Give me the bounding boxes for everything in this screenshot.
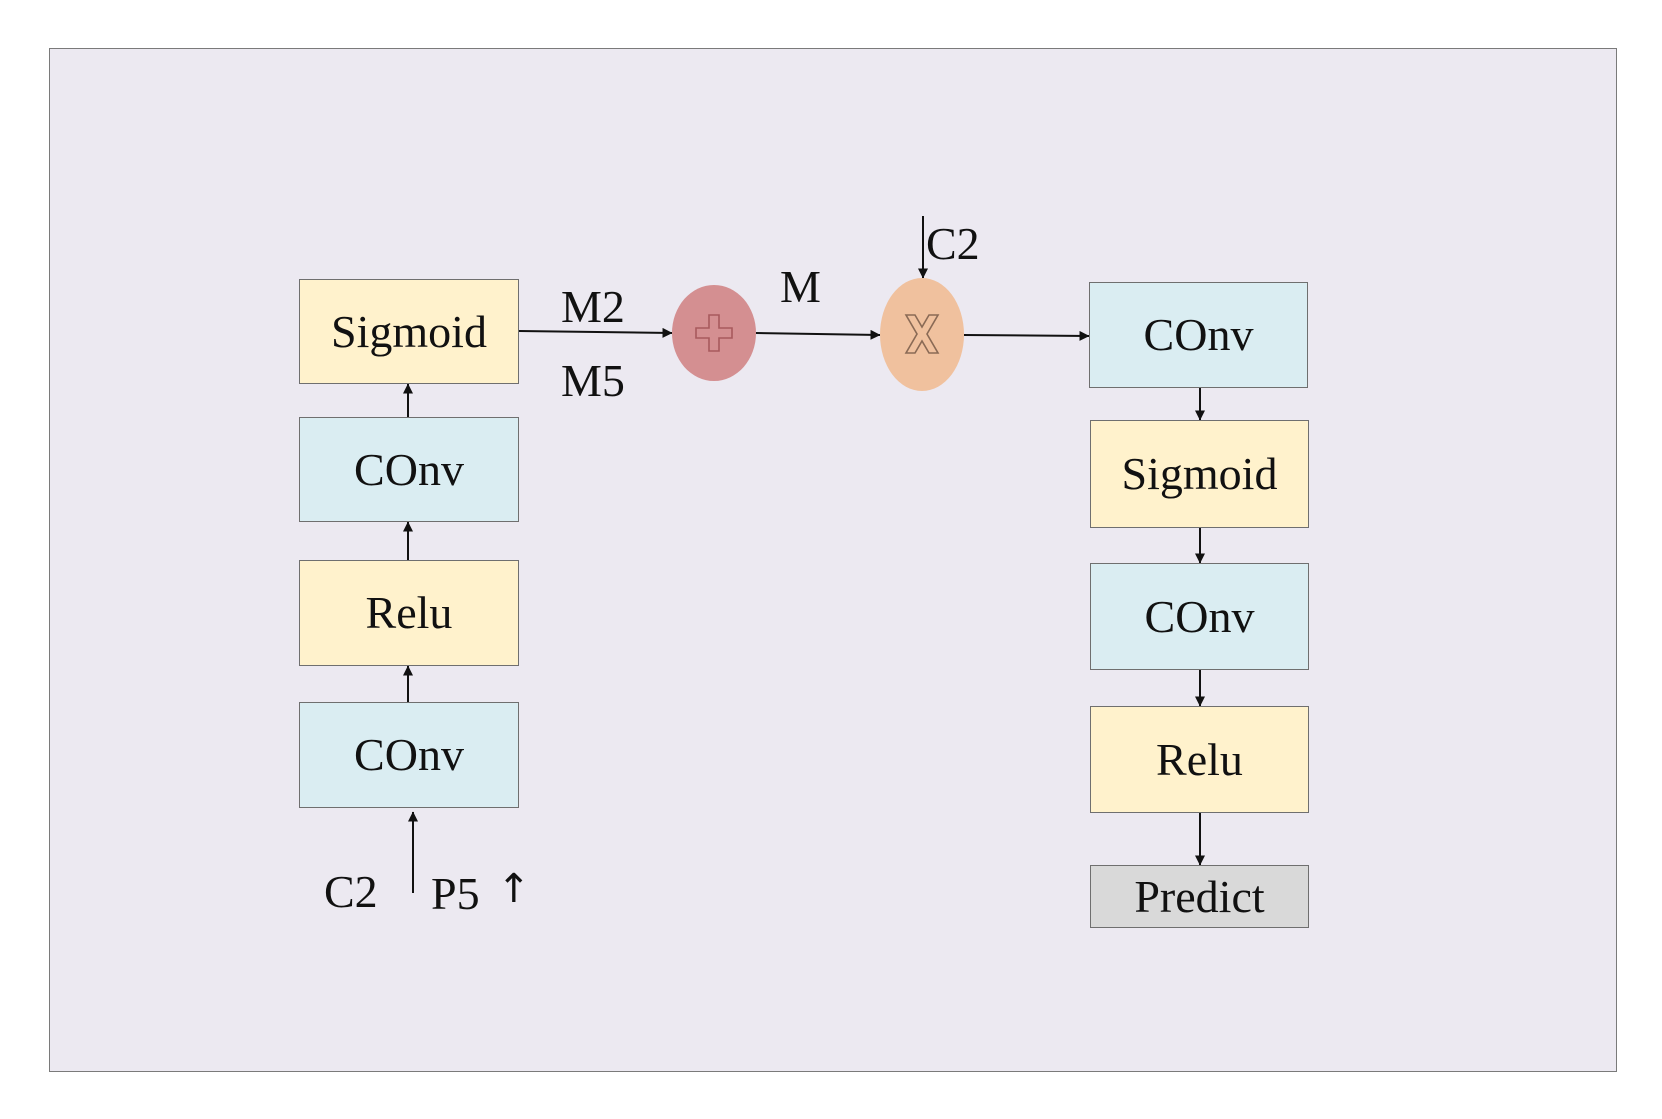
times-icon (904, 314, 940, 354)
right-conv-lower-node: COnv (1090, 563, 1309, 670)
label-m: M (780, 261, 821, 312)
input-c2-label: C2 (324, 866, 378, 917)
diagram-canvas (49, 48, 1617, 1072)
left-conv-upper-label: COnv (354, 443, 464, 495)
predict-node: Predict (1090, 865, 1309, 928)
plus-icon (695, 314, 733, 352)
input-p5-label: P5 (431, 868, 480, 919)
left-conv-lower-label: COnv (354, 729, 464, 780)
label-m5: M5 (561, 355, 625, 406)
left-conv-upper-node: COnv (299, 417, 519, 522)
right-sigmoid-label: Sigmoid (1121, 448, 1278, 499)
multiply-operation-node (880, 278, 964, 391)
add-operation-node (672, 285, 756, 381)
left-relu-node: Relu (299, 560, 519, 666)
left-relu-label: Relu (365, 587, 453, 638)
label-m2: M2 (561, 281, 625, 332)
right-conv-upper-node: COnv (1089, 282, 1308, 388)
right-sigmoid-node: Sigmoid (1090, 420, 1309, 528)
left-conv-lower-node: COnv (299, 702, 519, 808)
right-conv-upper-label: COnv (1143, 309, 1254, 360)
right-relu-label: Relu (1156, 733, 1243, 785)
right-conv-lower-label: COnv (1144, 590, 1255, 642)
left-sigmoid-label: Sigmoid (331, 305, 487, 357)
left-sigmoid-node: Sigmoid (299, 279, 519, 384)
input-p5-up-arrow: ↑ (497, 866, 531, 912)
predict-label: Predict (1134, 870, 1265, 922)
right-relu-node: Relu (1090, 706, 1309, 813)
label-c2-top: C2 (926, 218, 980, 269)
